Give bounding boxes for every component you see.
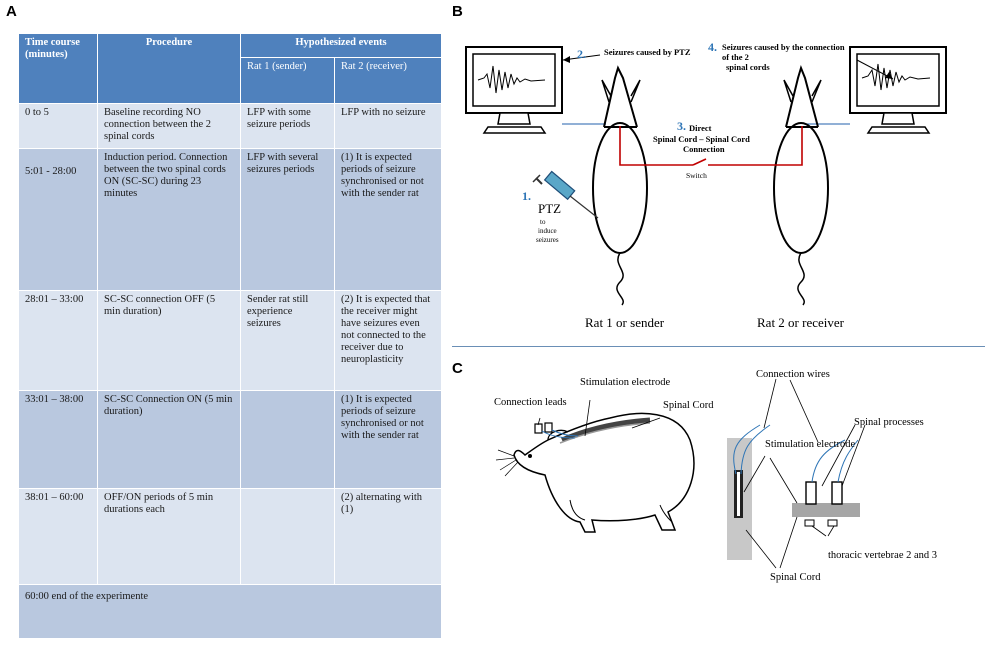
cell-rat2: (1) It is expected periods of seizure sy…	[333, 148, 443, 291]
header-hypothesized-events: Hypothesized events	[239, 33, 443, 58]
cell-time: 28:01 – 33:00	[18, 290, 98, 391]
table-row: 28:01 – 33:00 SC-SC connection OFF (5 mi…	[18, 290, 443, 391]
cell-rat2: (2) alternating with (1)	[333, 488, 443, 585]
label-3-line1: Direct	[689, 123, 712, 133]
label-4-text-line1: Seizures caused by the connection	[722, 42, 845, 52]
switch-label: Switch	[686, 171, 707, 180]
label-4-number: 4.	[708, 40, 717, 54]
spinal-schematic	[727, 424, 860, 560]
label-4-text-line3: spinal cords	[726, 62, 770, 72]
rat2-caption: Rat 2 or receiver	[757, 315, 845, 330]
ptz-label: PTZ	[538, 201, 561, 216]
header-procedure: Procedure	[97, 33, 241, 104]
connection-wires-label: Connection wires	[756, 369, 830, 380]
panel-divider	[452, 346, 985, 347]
stimulation-electrode-right-label: Stimulation electrode	[765, 439, 855, 450]
cell-rat2: LFP with no seizure	[333, 103, 443, 149]
header-time-course: Time course (minutes)	[18, 33, 98, 104]
syringe-icon	[532, 170, 599, 219]
rat1-caption: Rat 1 or sender	[585, 315, 665, 330]
connection-leads-label: Connection leads	[494, 397, 567, 408]
table-row: 0 to 5 Baseline recording NO connection …	[18, 103, 443, 149]
header-rat2: Rat 2 (receiver)	[333, 57, 443, 104]
spinal-cord-label: Spinal Cord	[663, 400, 714, 411]
cell-time: 33:01 – 38:00	[18, 390, 98, 489]
cell-rat1: LFP with some seizure periods	[240, 103, 335, 149]
ptz-sub1: to	[540, 218, 546, 226]
panel-b-diagram: 2. Seizures caused by PTZ 4. Seizures ca…	[465, 40, 947, 330]
cell-time: 5:01 - 28:00	[18, 148, 98, 291]
panel-label-a: A	[6, 3, 17, 20]
switch-lever	[692, 158, 707, 166]
cell-rat2: (1) It is expected periods of seizure sy…	[333, 390, 443, 489]
cell-footer: 60:00 end of the experimente	[17, 584, 443, 639]
cell-rat1: LFP with several seizures periods	[240, 148, 335, 291]
panel-label-c: C	[452, 360, 463, 377]
table-footer-row: 60:00 end of the experimente	[17, 584, 443, 639]
spinal-cord-right-label: Spinal Cord	[770, 572, 821, 583]
spinal-processes-label: Spinal processes	[854, 417, 924, 428]
experiment-timeline-table: Time course (minutes) Procedure Hypothes…	[17, 33, 443, 639]
cell-time: 0 to 5	[18, 103, 98, 149]
label-4-text-line2: of the 2	[722, 52, 749, 62]
label-3-line2: Spinal Cord – Spinal Cord	[653, 134, 750, 144]
cell-rat1	[240, 390, 335, 489]
table-row: 5:01 - 28:00 Induction period. Connectio…	[18, 148, 443, 291]
ptz-sub3: seizures	[536, 236, 559, 244]
label-3-number: 3.	[677, 119, 686, 133]
label-1-number: 1.	[522, 189, 531, 203]
rat-illustration	[495, 412, 695, 533]
table-row: 33:01 – 38:00 SC-SC Connection ON (5 min…	[18, 390, 443, 489]
right-monitor-icon	[849, 46, 947, 134]
panel-label-b: B	[452, 3, 463, 20]
cell-rat1: Sender rat still experience seizures	[240, 290, 335, 391]
spinal-cord-connection-wire	[619, 126, 803, 166]
cell-time: 38:01 – 60:00	[18, 488, 98, 585]
cell-procedure: SC-SC Connection ON (5 min duration)	[97, 390, 241, 489]
label-3-line3: Connection	[683, 144, 725, 154]
rat1-outline	[592, 65, 648, 306]
cell-procedure: Baseline recording NO connection between…	[97, 103, 241, 149]
label-2-number: 2.	[577, 47, 586, 61]
label-2-text: Seizures caused by PTZ	[604, 47, 691, 57]
table-row: 38:01 – 60:00 OFF/ON periods of 5 min du…	[18, 488, 443, 585]
cell-procedure: OFF/ON periods of 5 min durations each	[97, 488, 241, 585]
cell-rat2: (2) It is expected that the receiver mig…	[333, 290, 443, 391]
header-rat1: Rat 1 (sender)	[240, 57, 335, 104]
cell-rat1	[240, 488, 335, 585]
cell-procedure: SC-SC connection OFF (5 min duration)	[97, 290, 241, 391]
ptz-sub2: induce	[538, 227, 557, 235]
stimulation-electrode-label: Stimulation electrode	[580, 377, 670, 388]
rat2-outline	[773, 64, 829, 306]
panel-c-diagram: Connection leads Stimulation electrode S…	[494, 369, 937, 583]
thoracic-vertebrae-label: thoracic vertebrae 2 and 3	[828, 550, 937, 561]
left-monitor-icon	[465, 46, 563, 134]
cell-procedure: Induction period. Connection between the…	[97, 148, 241, 291]
